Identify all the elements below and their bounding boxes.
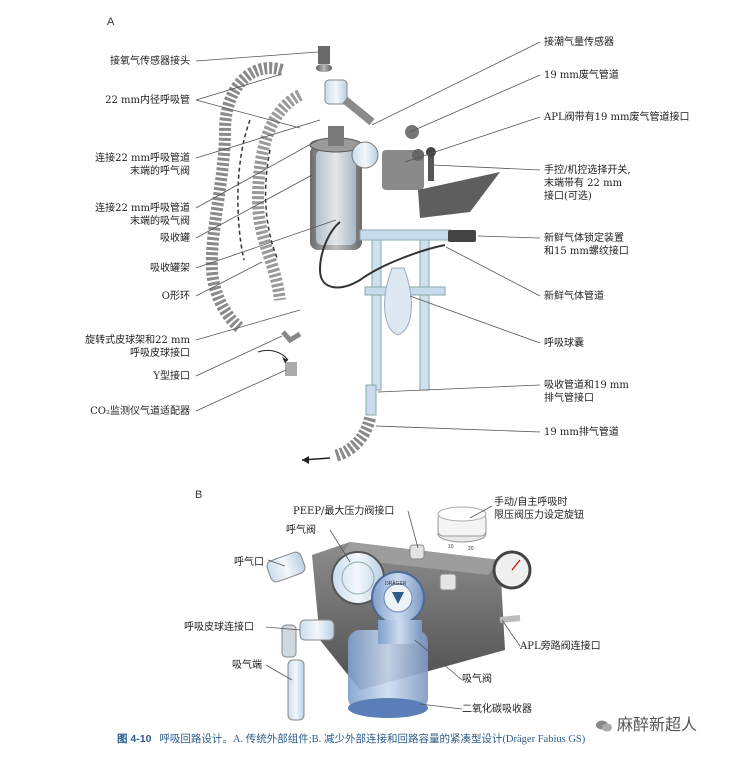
brand-text: DRÄGER: [385, 580, 407, 587]
label-co2-adapter: CO₂监测仪气道适配器: [90, 406, 190, 417]
label-o-ring: O形环: [161, 291, 190, 302]
label-absorber-bracket: 吸收罐架: [150, 263, 190, 274]
column-right: [419, 229, 430, 391]
dashed-path-tube2: [264, 149, 279, 261]
panel-a-apparatus: [205, 46, 500, 464]
switch-arm: [428, 155, 434, 181]
label-tubing-22mm: 22 mm内径呼吸管: [105, 95, 190, 106]
exp-port-fitting: [266, 551, 306, 583]
label-exp-port: 呼气口: [234, 557, 264, 568]
dial-number-10: 10: [448, 544, 454, 550]
y-piece: [281, 330, 302, 344]
corrugated-tube-right: [251, 89, 303, 301]
label-bag-port: 呼吸皮球连接口: [184, 622, 254, 633]
leader-lines-b: [265, 505, 521, 710]
co2-adapter: [285, 362, 297, 376]
panel-a-letter: A: [107, 16, 115, 28]
label-co2-absorber: 二氧化碳吸收器: [462, 704, 532, 715]
insp-port-fitting: [287, 659, 305, 721]
dashed-path-tube: [237, 119, 251, 261]
label-exhaust-19: 19 mm排气管道: [544, 427, 619, 438]
panel-b-apparatus: [266, 506, 532, 721]
o2-sensor-fitting: [318, 46, 330, 64]
figure-caption: 图 4-10 呼吸回路设计。A. 传统外部组件;B. 减少外部连接和回路容量的紧凑…: [117, 731, 585, 746]
label-insp-valve: 连接22 mm呼吸管道末端的吸气阀: [95, 203, 190, 227]
label-scavenge-19: 19 mm废气管道: [544, 70, 619, 81]
fresh-gas-tube: [318, 221, 446, 289]
wechat-icon: [596, 720, 612, 732]
watermark-text: 麻醉新超人: [617, 717, 698, 734]
label-fgf-tube: 新鲜气体管道: [544, 291, 604, 302]
co2-absorber-body: [348, 630, 428, 710]
label-exp-valve-b: 呼气阀: [286, 525, 316, 536]
peep-port-fitting: [409, 544, 425, 560]
caption-text: 呼吸回路设计。A. 传统外部组件;B. 减少外部连接和回路容量的紧凑型设计(Dr…: [159, 734, 586, 745]
label-y-piece: Y型接口: [153, 371, 190, 382]
bag-ventilator-switch-plate: [418, 172, 500, 218]
label-apl-knob: 手动/自主呼吸时限压阀压力设定旋钮: [494, 497, 584, 521]
watermark: 麻醉新超人: [596, 711, 697, 735]
exhaust-tube: [333, 416, 376, 462]
label-exp-valve: 连接22 mm呼吸管道末端的呼气阀: [95, 153, 190, 177]
label-bag: 呼吸球囊: [544, 338, 584, 349]
corrugated-tube-left: [205, 62, 284, 333]
label-fgf-lock: 新鲜气体锁定装置和15 mm螺纹接口: [544, 233, 629, 257]
leader-lines-a: [195, 41, 541, 433]
label-tidal-sensor: 接潮气量传感器: [544, 37, 614, 48]
panel-b-letter: B: [195, 489, 203, 501]
label-peep-port: PEEP/最大压力阀接口: [293, 506, 395, 517]
label-apl-bypass: APL旁路阀连接口: [520, 641, 601, 652]
label-apl-port: APL阀带有19 mm废气管道接口: [544, 112, 690, 123]
label-insp-valve-b: 吸气阀: [462, 674, 492, 685]
breathing-bag: [384, 267, 412, 336]
valve-dome-top: [324, 79, 348, 105]
figure-number: 图 4-10: [117, 733, 152, 745]
label-o2-sensor: 接氧气传感器接头: [110, 56, 190, 67]
bag-port-fitting: [299, 619, 335, 641]
label-absorber: 吸收罐: [160, 233, 190, 244]
dial-number-20: 20: [468, 546, 474, 552]
label-insp-end: 吸气端: [232, 660, 262, 671]
column-left: [371, 229, 382, 391]
